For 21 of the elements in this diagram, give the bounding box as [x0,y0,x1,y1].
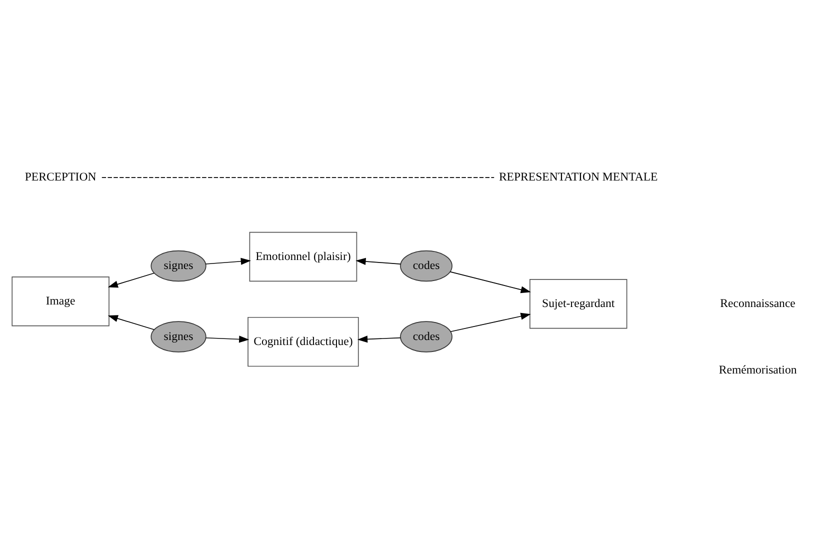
node-ellipse: codes [400,250,452,282]
label: Reconnaissance [720,296,796,310]
arrow [206,336,250,343]
arrow [450,271,531,294]
arrow [450,312,531,332]
node-ellipse: codes [400,321,452,352]
node-text: PERCEPTION [24,170,96,184]
arrow [108,315,155,330]
label: Remémorisation [718,362,797,377]
arrow [356,258,402,265]
node-ellipse: signes [150,321,206,352]
node-text: REPRESENTATION MENTALE [498,170,658,184]
node-box: Sujet-regardant [530,279,628,329]
node-box: Emotionnel (plaisir) [249,232,358,282]
node-box: Cognitif (didactique) [248,316,359,367]
connector [101,177,495,178]
node-box: Image [12,276,110,326]
node-ellipse: signes [150,250,206,282]
arrow [108,272,155,288]
arrow [357,336,401,343]
arrow [205,258,251,265]
